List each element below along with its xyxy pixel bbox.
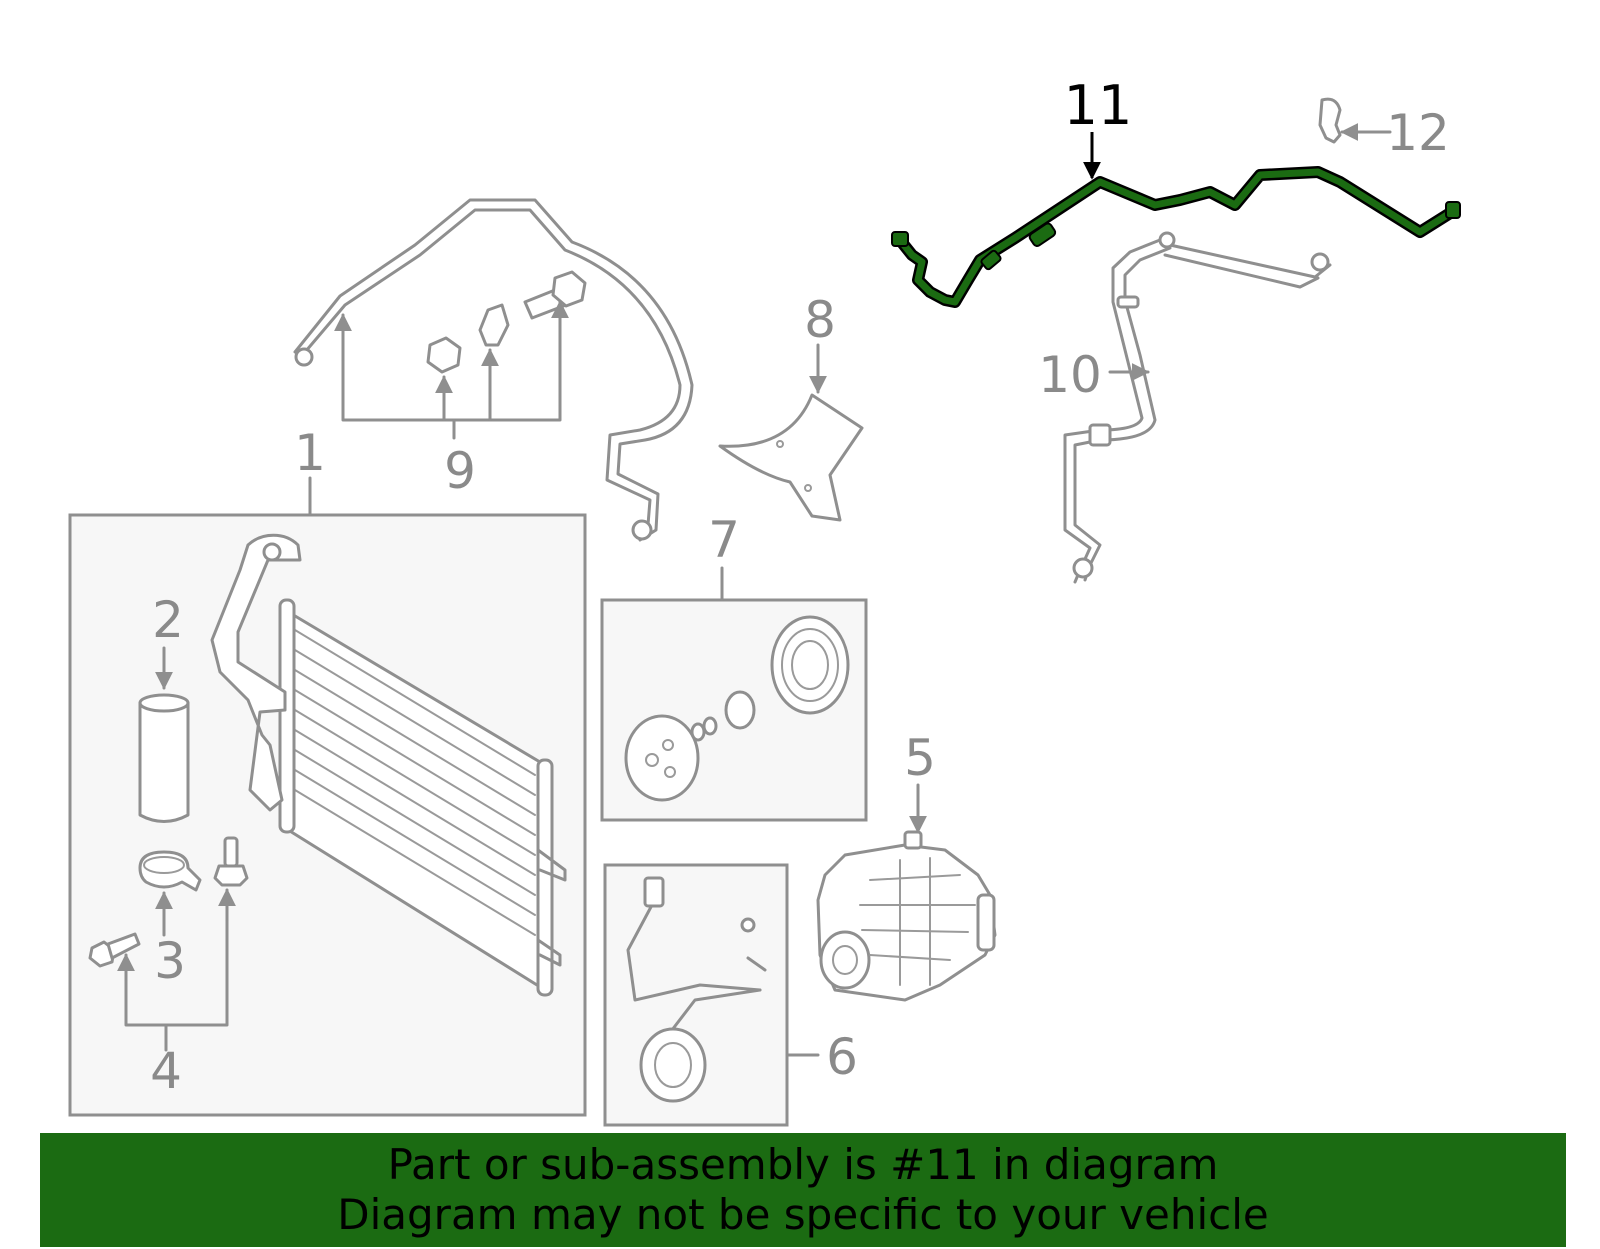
- field-coil[interactable]: [626, 876, 767, 1103]
- pressure-switch-12[interactable]: [1318, 97, 1342, 144]
- bracket-part[interactable]: [138, 850, 202, 892]
- label-12: 12: [1386, 104, 1450, 162]
- tube-part-10[interactable]: [1063, 231, 1332, 584]
- info-banner: Part or sub-assembly is #11 in diagram D…: [40, 1133, 1566, 1247]
- clutch-pulley[interactable]: [770, 615, 850, 715]
- receiver-drier[interactable]: [138, 693, 190, 823]
- bolt-part-left[interactable]: [88, 932, 141, 968]
- liquid-line-11[interactable]: [891, 166, 1461, 308]
- banner-line-1: Part or sub-assembly is #11 in diagram: [387, 1140, 1219, 1189]
- leader-4: [117, 888, 236, 1052]
- leader-9: [334, 300, 569, 440]
- label-3: 3: [154, 932, 186, 990]
- label-9: 9: [444, 442, 476, 500]
- condenser-part[interactable]: [210, 533, 567, 997]
- discharge-hose-9[interactable]: [293, 198, 694, 542]
- compressor[interactable]: [816, 830, 997, 1002]
- label-7: 7: [708, 511, 740, 569]
- label-4: 4: [150, 1042, 182, 1100]
- nut-part-9[interactable]: [426, 336, 462, 374]
- bolt-part-9[interactable]: [523, 270, 587, 320]
- valve-part-9[interactable]: [478, 303, 510, 347]
- heat-shield-8[interactable]: [718, 393, 864, 522]
- label-10: 10: [1038, 346, 1102, 404]
- label-11: 11: [1064, 74, 1133, 137]
- shim-rings[interactable]: [690, 690, 756, 742]
- label-8: 8: [804, 291, 836, 349]
- banner-line-2: Diagram may not be specific to your vehi…: [337, 1190, 1269, 1239]
- bolt-part-right[interactable]: [213, 836, 249, 887]
- label-2: 2: [152, 591, 184, 649]
- clutch-hub[interactable]: [624, 714, 700, 802]
- label-1: 1: [294, 424, 326, 482]
- label-6: 6: [826, 1028, 858, 1086]
- coil-box: [603, 863, 820, 1127]
- label-5: 5: [904, 729, 936, 787]
